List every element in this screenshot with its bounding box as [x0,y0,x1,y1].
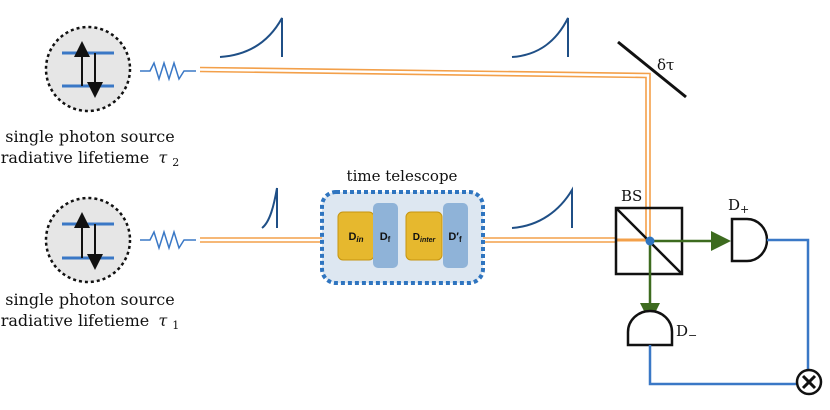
pulse-shape [261,187,278,229]
photon-wiggle-lower [140,229,196,251]
coincidence-wiring [648,238,810,386]
block-df-label: Df [380,231,391,244]
multiply-icon [795,368,823,396]
detector-plus-label: D+ [728,196,749,216]
photon-wiggle-upper [140,60,196,82]
bs-center-dot [645,236,655,246]
beam-upper [199,66,651,238]
detector-plus [730,217,769,263]
source-upper-label2: radiative lifetieme τ 2 [1,148,180,169]
detector-minus-label: D− [676,322,697,342]
pulse-shape [511,17,569,58]
source-upper-label1: single photon source [5,127,174,146]
detector-minus [626,309,674,347]
pulse-shape [219,17,283,58]
block-dprime-f-label: D′f [448,231,462,244]
source-lower [44,196,132,284]
block-din-label: Din [348,231,363,244]
source-lower-label2: radiative lifetieme τ 1 [1,311,180,332]
delay-mirror [617,40,687,99]
delay-label: δτ [657,56,674,74]
time-telescope [320,190,485,285]
telescope-title: time telescope [347,167,458,185]
bs-label: BS [621,187,642,205]
block-dinter-label: Dinter [413,232,437,244]
source-upper [44,25,132,113]
beam-lower [200,237,650,243]
pulse-shape [511,186,573,229]
source-lower-label1: single photon source [5,290,174,309]
